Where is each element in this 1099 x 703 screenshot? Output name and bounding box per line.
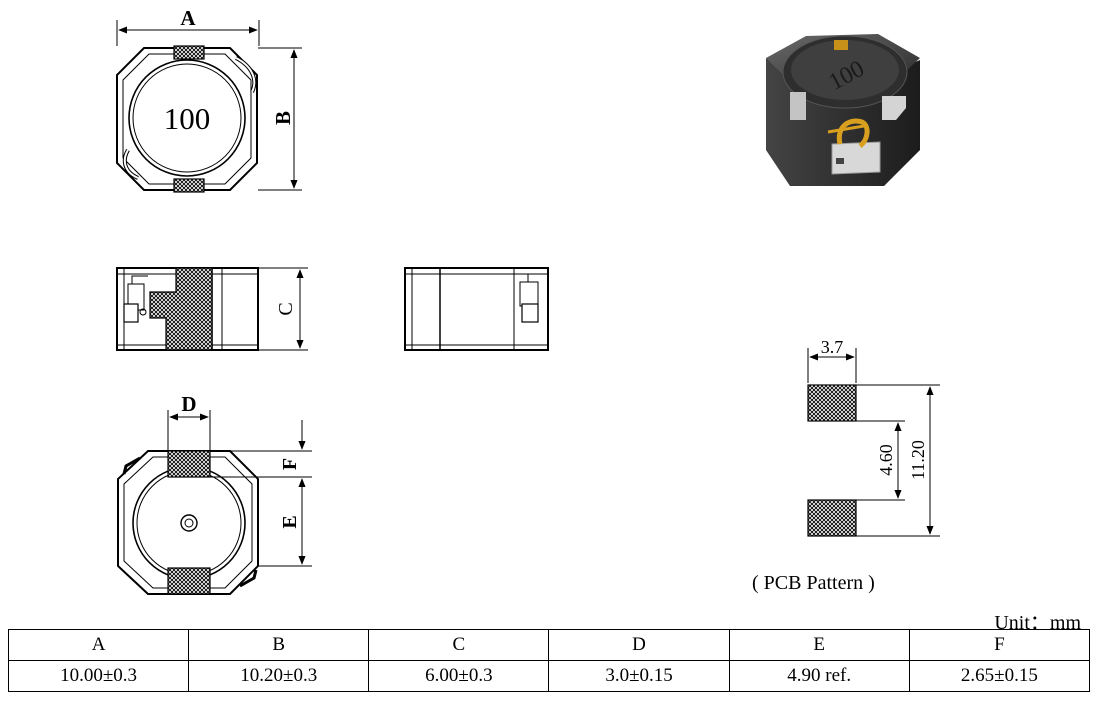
bottom-view: D F E xyxy=(117,392,312,595)
table-row: 10.00±0.3 10.20±0.3 6.00±0.3 3.0±0.15 4.… xyxy=(7,660,1091,692)
table-header: A xyxy=(7,629,190,661)
product-photo: 100 xyxy=(766,34,920,186)
pcb-pad-lower xyxy=(807,499,857,537)
top-terminal-upper xyxy=(173,45,205,60)
pcb-total-length: 11.20 xyxy=(908,440,928,480)
table-header: C xyxy=(368,629,550,661)
unit-label: Unit：mm xyxy=(994,612,1081,634)
table-cell: 4.90 ref. xyxy=(728,660,910,692)
dim-c-label: C xyxy=(275,302,297,315)
bottom-terminal-upper xyxy=(167,450,211,478)
dim-b-label: B xyxy=(271,111,295,125)
table-header: B xyxy=(188,629,370,661)
dim-f-label: F xyxy=(279,458,301,470)
dimension-e: E xyxy=(258,478,312,567)
bottom-terminal-lower xyxy=(167,567,211,595)
pcb-gap-dimension: 4.60 xyxy=(856,420,905,501)
table-cell: 3.0±0.15 xyxy=(548,660,730,692)
table-cell: 6.00±0.3 xyxy=(368,660,550,692)
side-view-right xyxy=(404,267,549,351)
table-cell: 10.20±0.3 xyxy=(188,660,370,692)
pcb-pad-upper xyxy=(807,384,857,422)
top-terminal-lower xyxy=(173,178,205,193)
table-header: D xyxy=(548,629,730,661)
dimension-table: A B C D E F 10.00±0.3 10.20±0.3 6.00±0.3… xyxy=(7,629,1091,692)
table-header-row: A B C D E F xyxy=(7,629,1091,661)
table-header: F xyxy=(908,629,1091,661)
top-marking: 100 xyxy=(164,101,211,136)
table-cell: 10.00±0.3 xyxy=(7,660,190,692)
dim-a-label: A xyxy=(180,6,196,30)
side-view-left: C xyxy=(116,267,308,351)
dimension-c: C xyxy=(258,267,308,351)
dimension-a: A xyxy=(116,6,260,46)
dim-e-label: E xyxy=(279,515,301,528)
pcb-pad-width: 3.7 xyxy=(821,337,844,357)
pcb-pattern: 3.7 4.60 11.20 xyxy=(807,337,940,537)
dimension-f: F xyxy=(210,420,312,478)
dimension-b: B xyxy=(258,47,302,191)
top-view: A B 100 xyxy=(116,6,302,193)
table-cell: 2.65±0.15 xyxy=(908,660,1091,692)
side-terminal xyxy=(149,267,213,351)
pcb-pad-gap: 4.60 xyxy=(876,444,896,476)
dimension-d: D xyxy=(167,392,211,451)
pcb-width-dimension: 3.7 xyxy=(807,337,857,383)
dim-d-label: D xyxy=(181,392,196,416)
table-header: E xyxy=(728,629,910,661)
pcb-total-dimension: 11.20 xyxy=(856,384,940,537)
pcb-caption: ( PCB Pattern ) xyxy=(752,572,875,594)
